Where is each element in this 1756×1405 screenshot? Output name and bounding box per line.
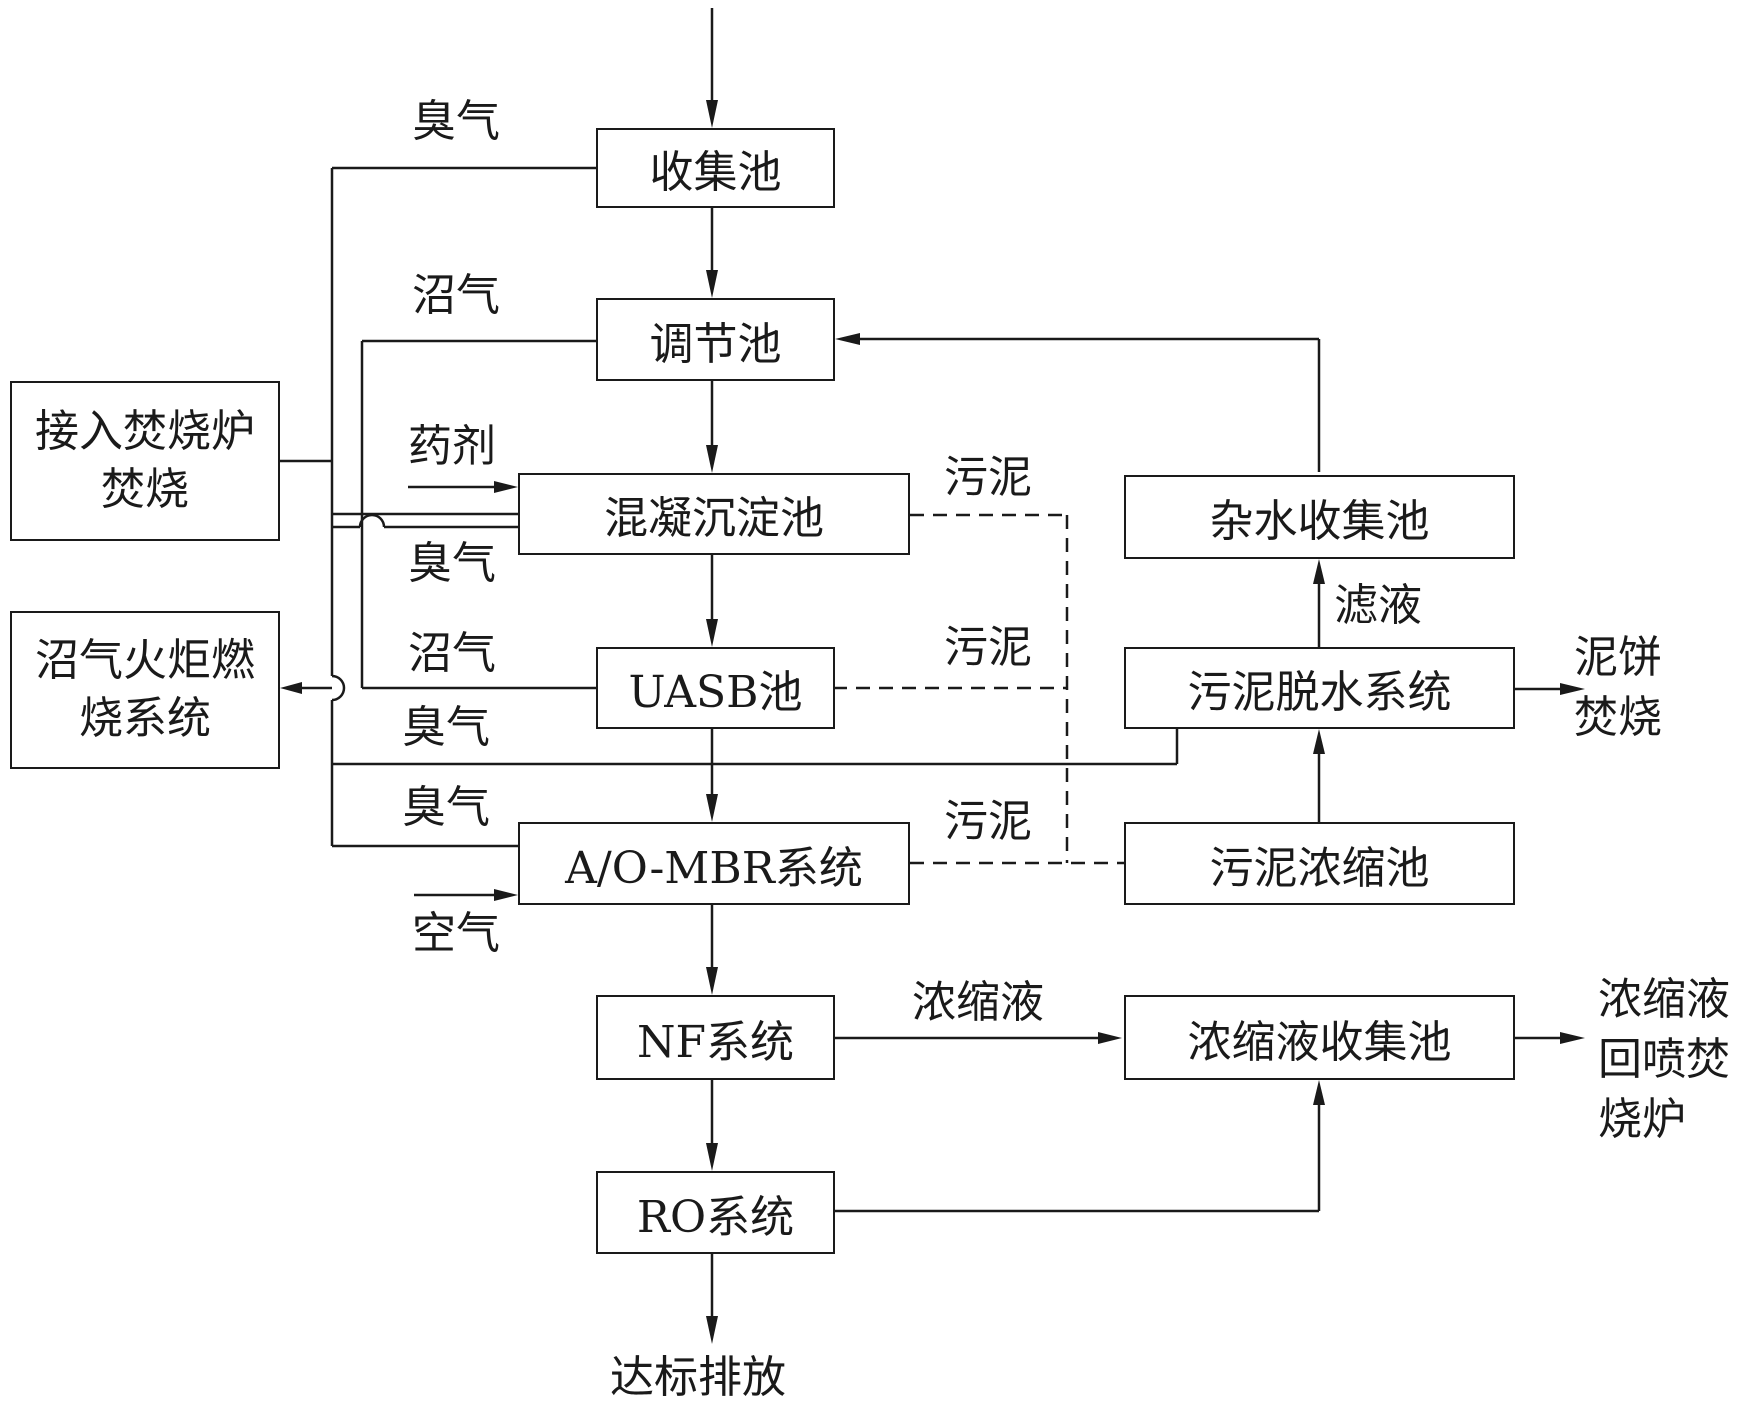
nf-system-node: NF系统 — [596, 995, 835, 1080]
odor-label: 臭气 — [402, 782, 490, 833]
arrowhead-icon — [835, 333, 860, 345]
arrowhead-icon — [706, 445, 718, 473]
trunk-crossover-arc — [331, 674, 346, 702]
collection-tank-label: 收集池 — [649, 147, 782, 198]
ao-mbr-node: A/O-MBR系统 — [518, 822, 910, 905]
coag-tank-label: 混凝沉淀池 — [604, 493, 824, 544]
arrowhead-icon — [1313, 729, 1325, 754]
sludge-label: 污泥 — [944, 452, 1032, 503]
arrowhead-icon — [706, 794, 718, 822]
odor-label: 臭气 — [412, 96, 500, 147]
regulating-tank-label: 调节池 — [649, 318, 782, 370]
odor-label: 臭气 — [402, 702, 490, 753]
biogas-flare-node: 沼气火炬燃烧系统 — [10, 611, 280, 769]
arrowhead-icon — [1560, 683, 1585, 695]
air-label: 空气 — [412, 908, 500, 959]
arrowhead-icon — [1098, 1032, 1122, 1044]
arrowhead-icon — [706, 1143, 718, 1171]
arrowhead-icon — [280, 682, 302, 694]
arrowhead-icon — [494, 889, 518, 901]
sludge-dewatering-label: 污泥脱水系统 — [1187, 667, 1452, 718]
odor-label: 臭气 — [408, 538, 496, 589]
arrowhead-icon — [706, 619, 718, 647]
ro-system-label: RO系统 — [636, 1191, 795, 1243]
filtrate-label: 滤液 — [1334, 580, 1422, 631]
sludge-thickener-node: 污泥浓缩池 — [1124, 822, 1515, 905]
arrowhead-icon — [1313, 559, 1325, 584]
concentrate-tank-node: 浓缩液收集池 — [1124, 995, 1515, 1080]
sludge-thickener-label: 污泥浓缩池 — [1209, 842, 1430, 894]
incinerator-link-label: 接入焚烧炉焚烧 — [35, 406, 255, 515]
arrowhead-icon — [1313, 1080, 1325, 1105]
incinerator-link-node: 接入焚烧炉焚烧 — [10, 381, 280, 541]
biogas-label: 沼气 — [412, 270, 500, 321]
arrowhead-icon — [1560, 1032, 1585, 1044]
sludge-dewatering-node: 污泥脱水系统 — [1124, 647, 1515, 729]
reagent-label: 药剂 — [408, 421, 496, 472]
misc-water-tank-node: 杂水收集池 — [1124, 475, 1515, 559]
arrowhead-icon — [494, 481, 518, 493]
uasb-tank-label: UASB池 — [628, 667, 803, 718]
concentrate-recirc-label: 浓缩液回喷焚烧炉 — [1598, 974, 1730, 1145]
arrowhead-icon — [706, 967, 718, 995]
ao-mbr-label: A/O-MBR系统 — [565, 842, 863, 894]
crossover-arc — [358, 513, 386, 528]
regulating-tank-node: 调节池 — [596, 298, 835, 381]
arrowhead-icon — [706, 270, 718, 298]
sludge-label: 污泥 — [944, 622, 1032, 673]
concentrate-label: 浓缩液 — [912, 977, 1044, 1028]
discharge-label: 达标排放 — [610, 1352, 786, 1403]
arrowhead-icon — [706, 1316, 718, 1344]
ro-system-node: RO系统 — [596, 1171, 835, 1254]
biogas-flare-label: 沼气火炬燃烧系统 — [35, 635, 255, 744]
cake-incineration-label: 泥饼焚烧 — [1574, 632, 1662, 743]
arrowhead-icon — [706, 100, 718, 128]
nf-system-label: NF系统 — [636, 1016, 795, 1068]
uasb-tank-node: UASB池 — [596, 647, 835, 729]
concentrate-tank-label: 浓缩液收集池 — [1187, 1016, 1452, 1068]
collection-tank-node: 收集池 — [596, 128, 835, 208]
biogas-label: 沼气 — [408, 628, 496, 679]
sludge-label: 污泥 — [944, 796, 1032, 847]
coag-tank-node: 混凝沉淀池 — [518, 473, 910, 555]
misc-water-tank-label: 杂水收集池 — [1209, 496, 1430, 547]
